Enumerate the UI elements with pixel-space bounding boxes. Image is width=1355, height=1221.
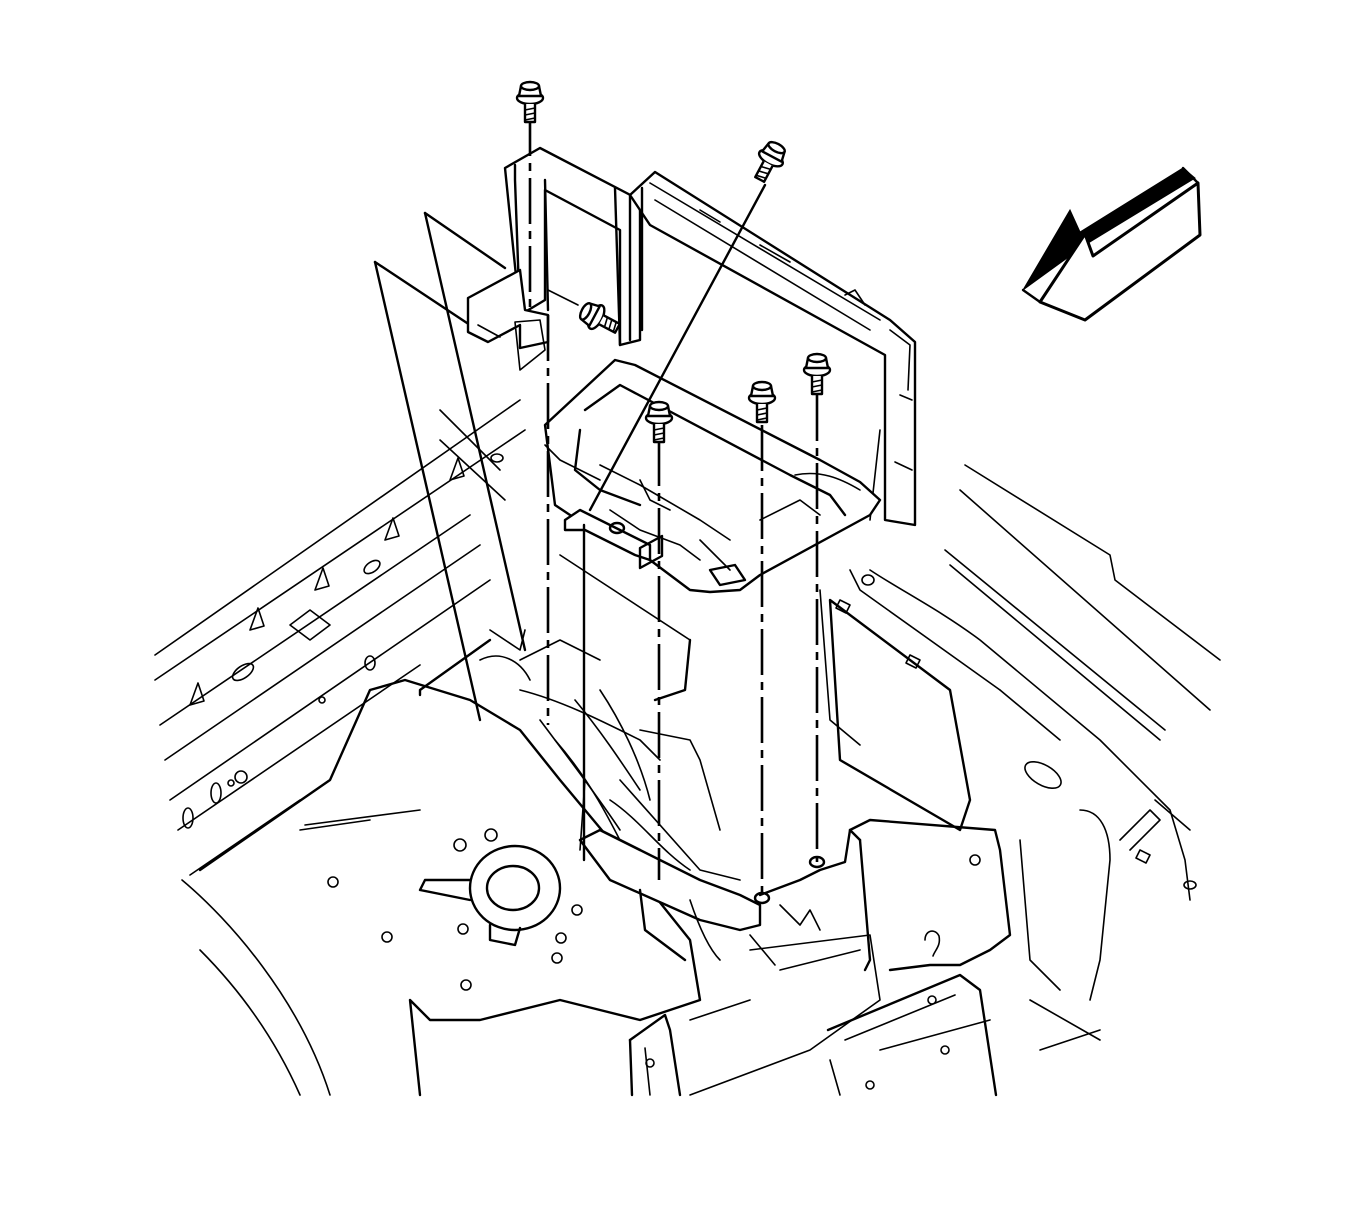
bolt-icon	[578, 302, 621, 334]
bolts	[515, 80, 832, 444]
module-bracket	[466, 146, 917, 972]
vehicle-floor-structure	[154, 399, 1221, 1097]
bolt-icon	[754, 140, 786, 183]
bolt-icon	[802, 352, 832, 396]
shield-panel	[373, 211, 527, 722]
bolt-icon	[747, 380, 777, 424]
bolt-icon	[515, 80, 545, 124]
bolt-icon	[644, 400, 674, 444]
direction-arrow-icon	[1021, 166, 1202, 322]
bolt-guide-lines	[528, 110, 819, 900]
